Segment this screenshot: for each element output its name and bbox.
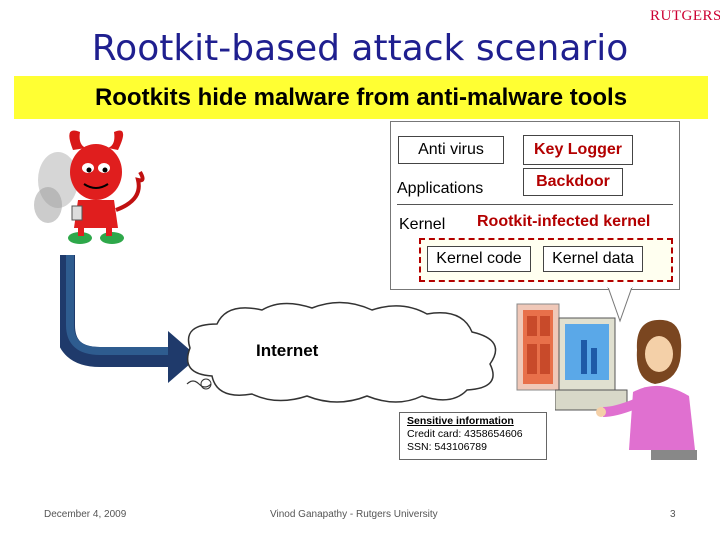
keylogger-box: Key Logger [523, 135, 633, 165]
page-number: 3 [670, 509, 676, 520]
antivirus-box: Anti virus [398, 136, 504, 164]
devil-icon [34, 130, 145, 244]
rutgers-logo: RUTGERS [650, 8, 720, 24]
kernel-code-box: Kernel code [427, 246, 531, 272]
footer-date: December 4, 2009 [44, 509, 127, 520]
door-icon [516, 303, 560, 391]
footer-author: Vinod Ganapathy - Rutgers University [270, 509, 438, 520]
user-computer-icon [555, 317, 697, 460]
internet-label: Internet [256, 341, 319, 360]
callout-pointer [607, 287, 633, 323]
software-stack-panel: Anti virus Key Logger Applications Backd… [390, 121, 680, 290]
applications-label: Applications [397, 180, 484, 197]
kernel-data-box: Kernel data [543, 246, 643, 272]
sensitive-info-box: Sensitive information Credit card: 43586… [399, 412, 547, 460]
attack-arrow [60, 255, 198, 383]
layer-divider [397, 204, 673, 205]
ssn-text: SSN: 543106789 [407, 441, 487, 453]
backdoor-box: Backdoor [523, 168, 623, 196]
sensitive-info-title: Sensitive information [407, 415, 514, 427]
slide-subtitle: Rootkits hide malware from anti-malware … [14, 76, 708, 119]
infected-kernel-label: Rootkit-infected kernel [477, 213, 651, 230]
credit-card-text: Credit card: 4358654606 [407, 428, 523, 440]
infected-kernel-region: Kernel code Kernel data [419, 238, 673, 282]
slide-title: Rootkit-based attack scenario [91, 28, 629, 69]
kernel-label: Kernel [399, 216, 446, 233]
cloud-icon [186, 301, 497, 403]
